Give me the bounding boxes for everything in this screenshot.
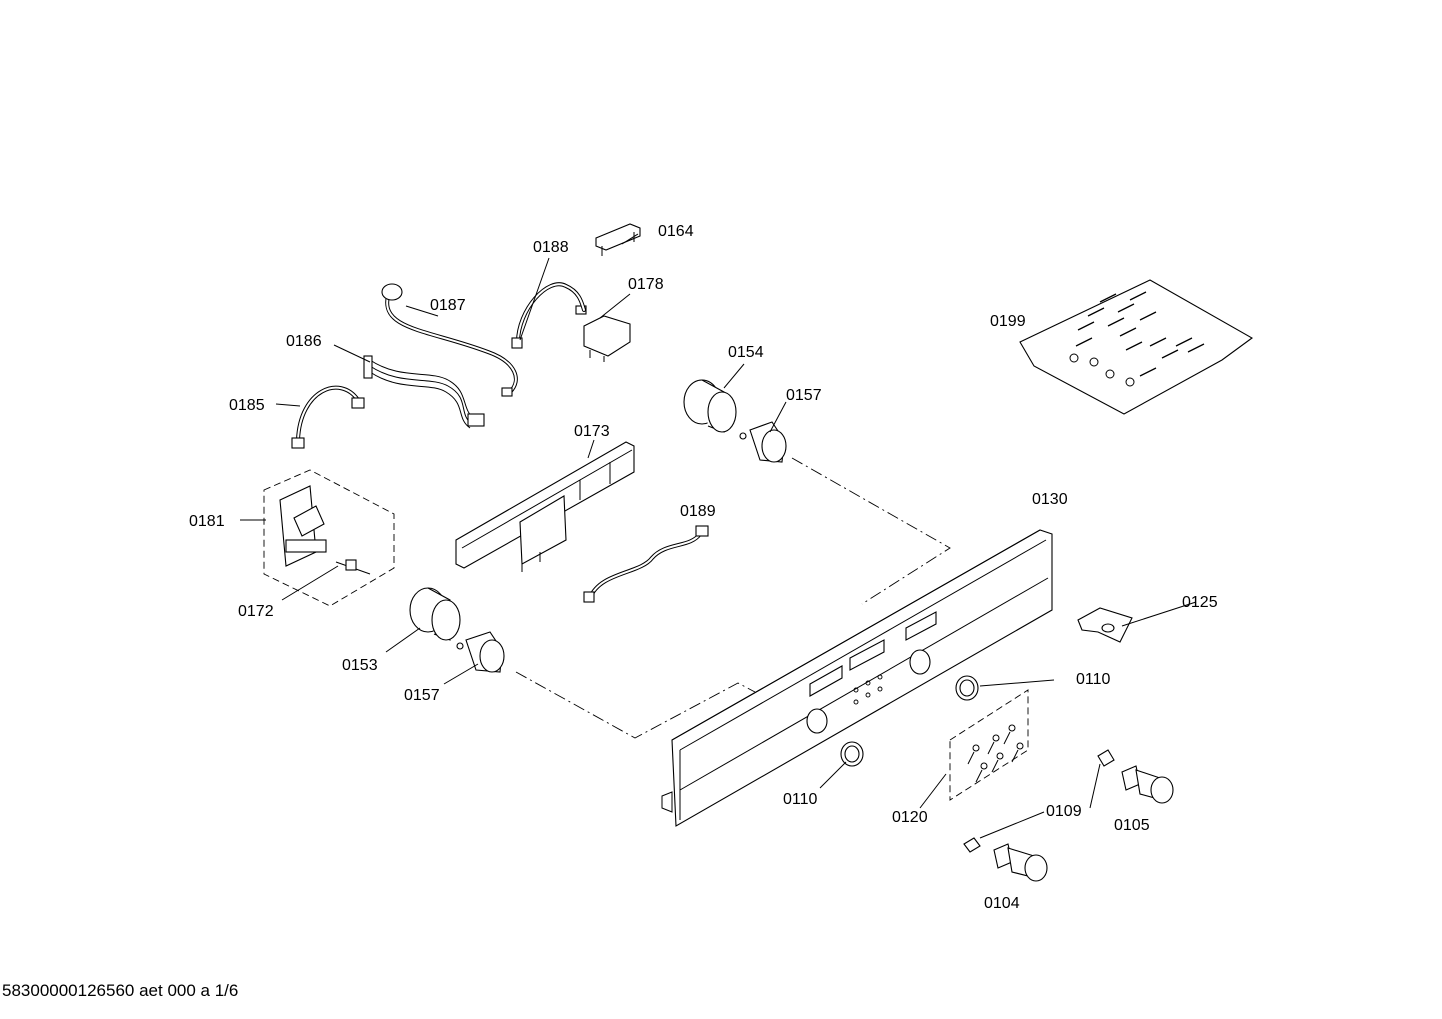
label-0189: 0189 bbox=[680, 503, 716, 520]
knob-hole-right bbox=[909, 649, 931, 675]
group-0181 bbox=[263, 469, 395, 607]
screw-group-0120 bbox=[949, 689, 1029, 801]
screw-bag-0199 bbox=[1019, 279, 1254, 415]
label-0173: 0173 bbox=[574, 423, 610, 440]
bracket-0125 bbox=[1077, 607, 1133, 643]
wire-harness-0185 bbox=[291, 385, 365, 449]
label-0157-upper: 0157 bbox=[786, 387, 822, 404]
wire-harness-0189 bbox=[583, 525, 709, 603]
label-0120: 0120 bbox=[892, 809, 928, 826]
label-0130: 0130 bbox=[1032, 491, 1068, 508]
knob-0157-lower bbox=[456, 631, 505, 673]
cup-0154 bbox=[683, 379, 737, 433]
label-0164: 0164 bbox=[658, 223, 694, 240]
control-panel-0130 bbox=[661, 529, 1053, 827]
label-0199: 0199 bbox=[990, 313, 1026, 330]
knob-0157-upper bbox=[739, 421, 787, 463]
display-window-center bbox=[849, 639, 885, 671]
leader-lines bbox=[240, 233, 1197, 839]
label-0186: 0186 bbox=[286, 333, 322, 350]
label-0104: 0104 bbox=[984, 895, 1020, 912]
ring-0110-lower bbox=[840, 741, 864, 767]
ribbon-cable-0186 bbox=[363, 355, 485, 429]
clip-0164 bbox=[595, 223, 641, 256]
label-0172: 0172 bbox=[238, 603, 274, 620]
switch-0178 bbox=[575, 305, 631, 362]
cup-0153 bbox=[409, 587, 461, 641]
ring-0110-upper bbox=[955, 675, 979, 701]
assembly-line-0157-lower bbox=[515, 671, 756, 739]
label-0110-upper: 0110 bbox=[1076, 671, 1111, 688]
knob-0104 bbox=[993, 843, 1048, 882]
display-window-right bbox=[905, 611, 937, 641]
clip-0109-lower bbox=[963, 837, 981, 853]
wire-harness-0187 bbox=[381, 283, 518, 397]
label-0187: 0187 bbox=[430, 297, 466, 314]
label-0125: 0125 bbox=[1182, 594, 1218, 611]
label-0178: 0178 bbox=[628, 276, 664, 293]
clip-0109-upper bbox=[1097, 749, 1115, 767]
label-0109: 0109 bbox=[1046, 803, 1082, 820]
label-0157-lower: 0157 bbox=[404, 687, 440, 704]
label-0153: 0153 bbox=[342, 657, 378, 674]
label-0154: 0154 bbox=[728, 344, 764, 361]
assembly-line-0157-upper bbox=[791, 457, 951, 605]
knob-hole-left bbox=[806, 708, 828, 734]
label-0105: 0105 bbox=[1114, 817, 1150, 834]
label-0181: 0181 bbox=[189, 513, 225, 530]
label-0188: 0188 bbox=[533, 239, 569, 256]
wire-harness-0188 bbox=[511, 282, 586, 349]
label-0185: 0185 bbox=[229, 397, 265, 414]
mounting-rail-0173 bbox=[455, 441, 635, 572]
shaft-0172 bbox=[335, 559, 371, 575]
button-dots bbox=[853, 674, 883, 705]
knob-0105 bbox=[1121, 765, 1174, 804]
label-0110-lower: 0110 bbox=[783, 791, 818, 808]
display-window-left bbox=[809, 665, 843, 697]
document-id: 58300000126560 aet 000 a 1/6 bbox=[2, 981, 239, 1000]
